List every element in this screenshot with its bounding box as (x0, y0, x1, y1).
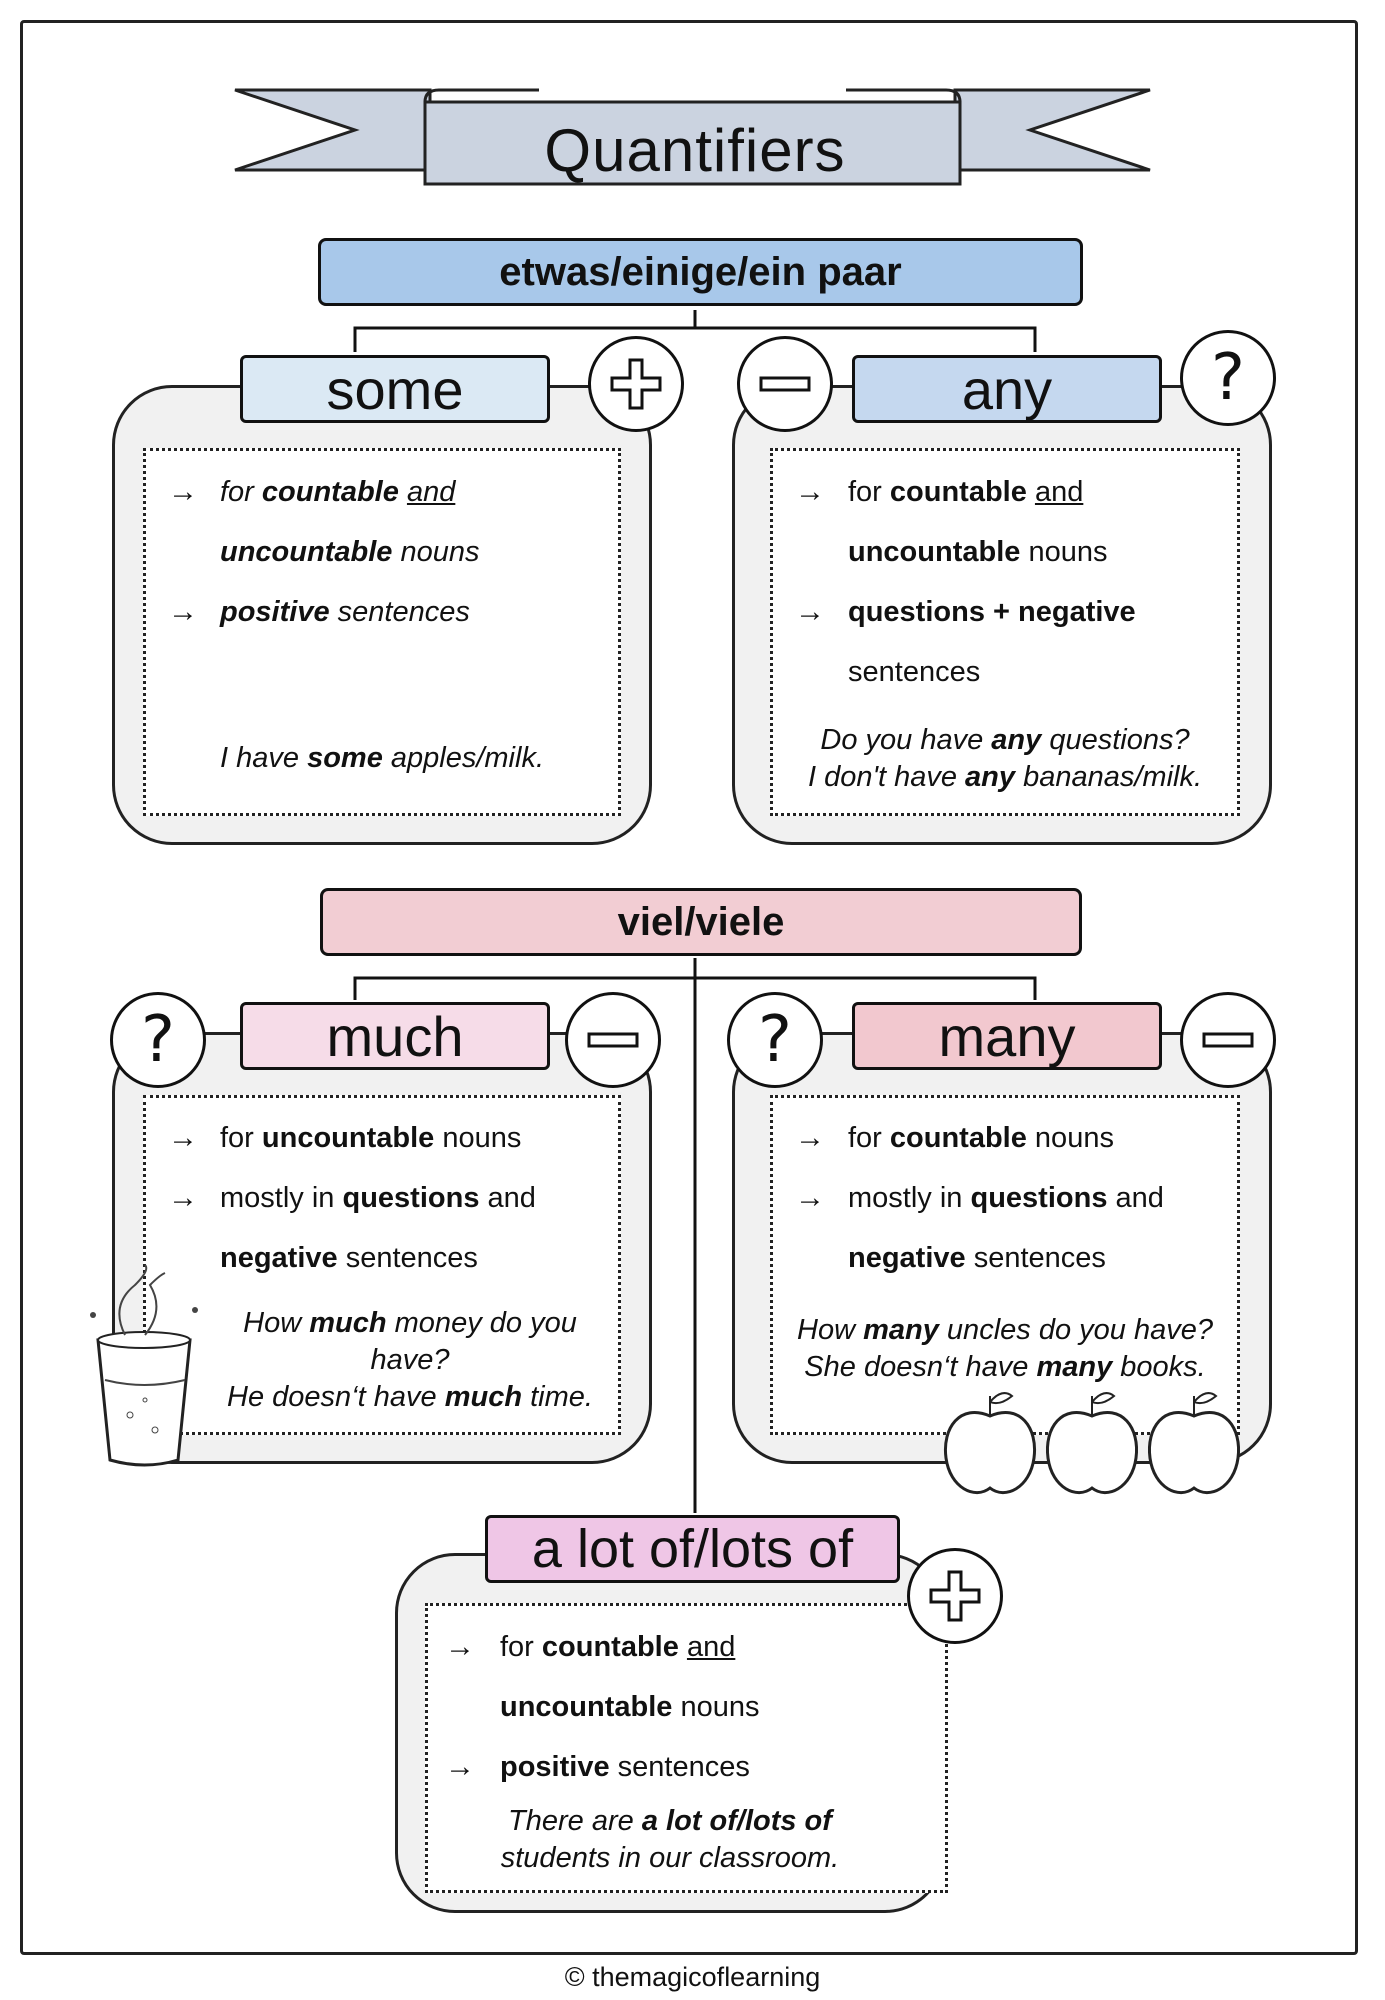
arrow-icon: → (445, 1750, 475, 1783)
water-glass-icon (90, 1264, 198, 1467)
arrow-icon: → (795, 475, 825, 508)
arrow-icon: → (168, 595, 198, 628)
any-tag: any (852, 355, 1162, 423)
much-line-1: for uncountable nouns (220, 1122, 522, 1154)
arrow-icon: → (168, 1181, 198, 1214)
any-inner-box (770, 448, 1240, 816)
arrow-icon: → (445, 1630, 475, 1663)
alot-line-1: for countable and (500, 1631, 736, 1663)
question-icon: ? (1180, 330, 1276, 426)
many-example: How many uncles do you have? She doesn‘t… (797, 1314, 1213, 1383)
minus-icon (737, 336, 833, 432)
copyright-footer: © themagicoflearning (564, 1962, 821, 1992)
much-example: How much money do you have? He doesn‘t h… (227, 1307, 593, 1413)
alot-line-3: positive sentences (500, 1751, 750, 1783)
minus-icon (565, 992, 661, 1088)
some-line-2: uncountable nouns (220, 536, 480, 568)
question-icon: ? (110, 992, 206, 1088)
any-line-3: questions + negative (848, 596, 1136, 628)
page-frame (20, 20, 1358, 1955)
minus-icon (1180, 992, 1276, 1088)
alot-line-2: uncountable nouns (500, 1691, 760, 1723)
arrow-icon: → (795, 595, 825, 628)
plus-icon (907, 1548, 1003, 1644)
plus-icon (588, 336, 684, 432)
many-line-2: mostly in questions and (848, 1182, 1164, 1214)
arrow-icon: → (795, 1121, 825, 1154)
any-line-4: sentences (848, 656, 981, 688)
many-tag: many (852, 1002, 1162, 1070)
any-line-1: for countable and (848, 476, 1084, 508)
some-example: I have some apples/milk. (220, 742, 544, 774)
alot-example: There are a lot of/lots of students in o… (500, 1805, 840, 1874)
page-title: Quantifiers (544, 116, 846, 184)
some-line-1: for countable and (220, 476, 456, 508)
alot-tag: a lot of/lots of (485, 1515, 900, 1583)
much-tag: much (240, 1002, 550, 1070)
many-line-1: for countable nouns (848, 1122, 1114, 1154)
alot-inner-box (425, 1603, 948, 1893)
some-inner-box (143, 448, 621, 816)
section-heading-etwas: etwas/einige/ein paar (318, 238, 1083, 306)
title-banner (234, 88, 1151, 186)
any-line-2: uncountable nouns (848, 536, 1108, 568)
question-icon: ? (727, 992, 823, 1088)
some-tag: some (240, 355, 550, 423)
apples-icon (943, 1392, 1241, 1495)
section-heading-viel: viel/viele (320, 888, 1082, 956)
arrow-icon: → (168, 475, 198, 508)
much-inner-box (143, 1095, 621, 1435)
much-line-2: mostly in questions and (220, 1182, 536, 1214)
arrow-icon: → (795, 1181, 825, 1214)
many-line-3: negative sentences (848, 1242, 1106, 1274)
some-line-3: positive sentences (220, 596, 470, 628)
arrow-icon: → (168, 1121, 198, 1154)
any-example: Do you have any questions? I don't have … (807, 724, 1203, 793)
much-line-3: negative sentences (220, 1242, 478, 1274)
